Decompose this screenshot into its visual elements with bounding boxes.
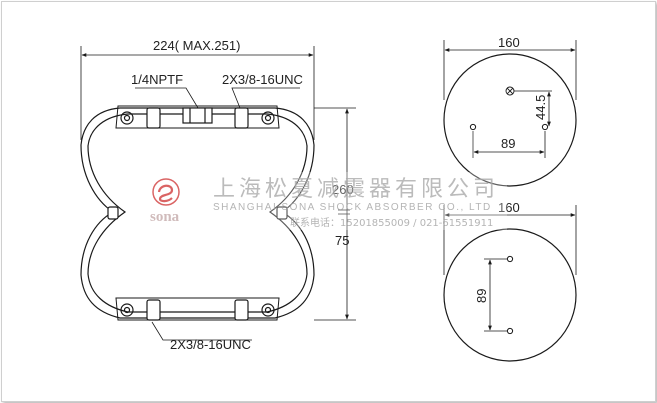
watermark: sona 上海松夏减震器有限公司 SHANGHAI SONA SHOCK ABS… <box>127 172 507 230</box>
bottom-plate-diameter-label: 160 <box>498 200 520 215</box>
bottom-stud-hole-top <box>506 255 514 263</box>
bottom-stud-right <box>234 299 249 321</box>
front-view <box>80 105 315 321</box>
girdle-ring-right <box>276 206 288 220</box>
top-stud-hole-left <box>469 123 477 131</box>
bottom-stud-label: 2X3/8-16UNC <box>170 337 251 352</box>
bottom-plate-circle <box>443 228 577 362</box>
crimp-bottom-left <box>120 303 134 317</box>
bellows-outer <box>80 107 315 319</box>
top-air-port <box>182 107 213 124</box>
crimp-top-right <box>261 111 275 125</box>
front-dimensions <box>80 46 356 341</box>
top-plate-spacing-label: 89 <box>501 136 515 151</box>
top-stud-label: 2X3/8-16UNC <box>222 72 303 87</box>
crimp-bottom-right <box>261 303 275 317</box>
min-height-dim-label: 75 <box>335 233 349 248</box>
watermark-company-en: SHANGHAI SONA SHOCK ABSORBER CO., LTD <box>213 202 492 213</box>
crimp-top-left <box>120 111 134 125</box>
top-port-label: 1/4NPTF <box>131 72 183 87</box>
bottom-plate-view <box>443 205 577 362</box>
sona-logo: sona <box>150 178 180 225</box>
top-stud-left <box>146 107 161 129</box>
top-stud-hole-right <box>541 123 549 131</box>
bottom-stud-hole-bottom <box>506 327 514 335</box>
bottom-plate-spacing-label: 89 <box>474 289 489 303</box>
top-plate-offset-label: 44.5 <box>533 95 548 120</box>
watermark-contact: 联系电话：15201855009 / 021-61551911 <box>290 216 493 229</box>
top-plate-diameter-label: 160 <box>498 35 520 50</box>
width-dim-label: 224( MAX.251) <box>153 38 240 53</box>
watermark-brand: sona <box>150 209 180 225</box>
bottom-bead-plate <box>115 297 280 321</box>
top-bead-plate <box>115 105 280 129</box>
top-stud-right <box>234 107 249 129</box>
girdle-ring-left <box>107 206 119 220</box>
height-dim-label: 260 <box>332 182 354 197</box>
bottom-stud-left <box>146 299 161 321</box>
top-plate-view <box>443 40 577 187</box>
watermark-company-cn: 上海松夏减震器有限公司 <box>213 177 499 202</box>
top-plate-circle <box>443 53 577 187</box>
